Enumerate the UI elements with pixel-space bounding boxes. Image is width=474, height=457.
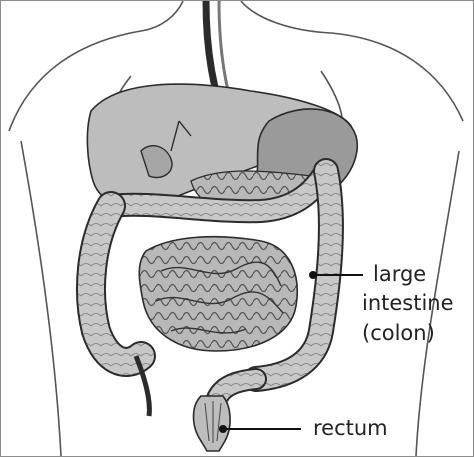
small-intestine (139, 237, 297, 351)
colon-leader-dot (309, 271, 317, 279)
label-rectum: rectum (313, 416, 388, 440)
label-colon: (colon) (362, 321, 435, 345)
label-intestine: intestine (362, 291, 454, 315)
label-large: large (373, 262, 426, 286)
rectum-leader-dot (219, 425, 227, 433)
rectum-organ (194, 396, 231, 451)
